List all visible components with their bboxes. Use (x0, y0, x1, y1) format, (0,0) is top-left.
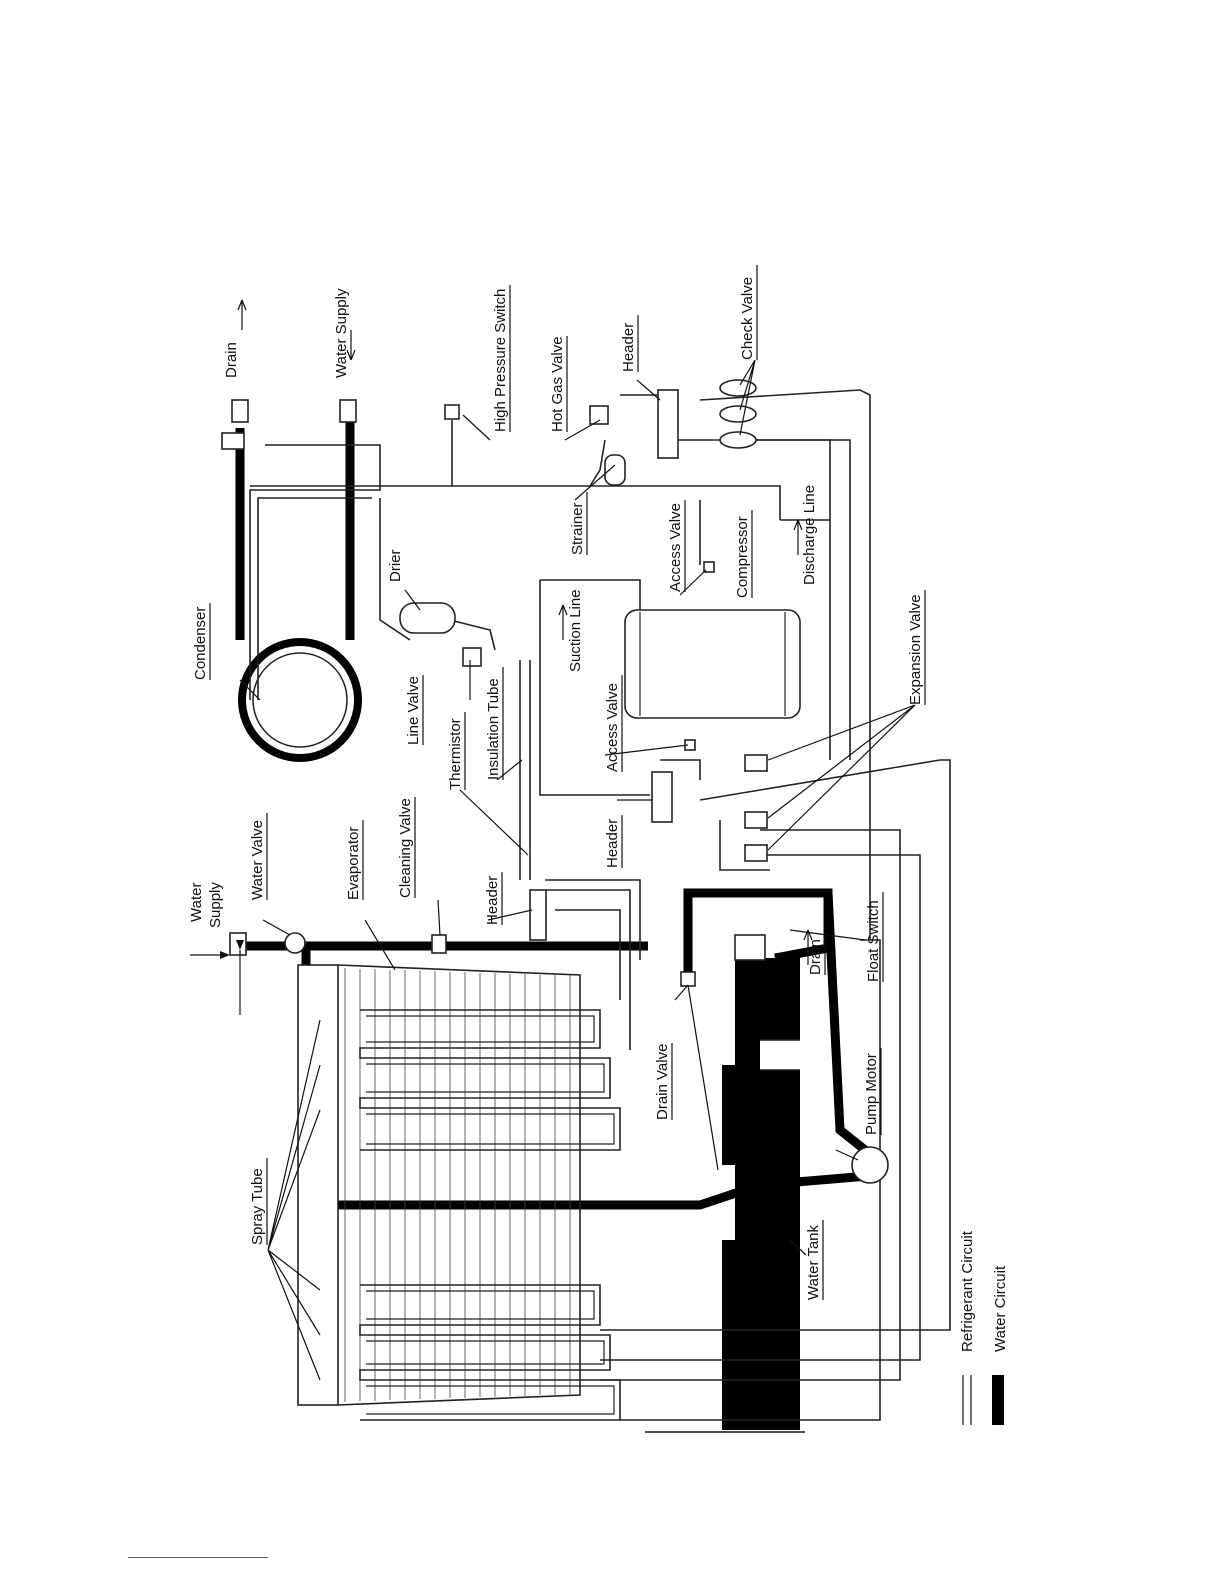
legend-water-swatch (992, 1375, 1004, 1425)
label-line-valve: Line Valve (405, 676, 422, 745)
label-drain-valve: Drain Valve (654, 1044, 671, 1120)
label-high-pressure-switch: High Pressure Switch (492, 289, 509, 432)
label-water-supply-top: Water Supply (333, 288, 350, 378)
label-check-valve: Check Valve (739, 277, 756, 360)
label-drain-mid: Drain (807, 939, 824, 975)
label-water-supply-left-2: Supply (207, 882, 224, 928)
footer-link-rule (128, 1557, 268, 1558)
leader-lines (190, 359, 916, 1381)
label-hot-gas-valve: Hot Gas Valve (549, 336, 566, 432)
label-expansion-valve: Expansion Valve (907, 594, 924, 705)
label-water-supply-left-1: Water (188, 883, 205, 922)
water-tank-body (722, 958, 800, 1430)
drier-body (399, 602, 456, 634)
line-valve-body (462, 647, 482, 667)
legend: Refrigerant Circuit Water Circuit (959, 1230, 1009, 1425)
label-cleaning-valve: Cleaning Valve (397, 798, 414, 898)
label-compressor: Compressor (734, 516, 751, 598)
label-header-left: Header (484, 876, 501, 925)
label-water-tank: Water Tank (805, 1224, 822, 1300)
label-access-valve-upper: Access Valve (667, 503, 684, 592)
compressor-body (624, 609, 801, 719)
legend-refrigerant-circuit: Refrigerant Circuit (959, 1230, 976, 1352)
label-drier: Drier (387, 549, 404, 582)
refrigerant-circuit (250, 389, 951, 1421)
legend-water-circuit: Water Circuit (992, 1265, 1009, 1352)
evaporator-assembly (297, 964, 621, 1421)
condenser-coil (238, 444, 381, 762)
components (221, 379, 889, 1184)
label-discharge-line: Discharge Line (801, 485, 818, 585)
label-insulation-tube: Insulation Tube (485, 678, 502, 780)
label-water-valve: Water Valve (249, 820, 266, 900)
label-header-top: Header (620, 323, 637, 372)
label-condenser: Condenser (192, 607, 209, 680)
label-drain-top: Drain (223, 342, 240, 378)
label-suction-line: Suction Line (567, 589, 584, 672)
label-pump-motor: Pump Motor (863, 1053, 880, 1135)
label-strainer: Strainer (569, 502, 586, 555)
label-header-mid: Header (604, 819, 621, 868)
label-float-switch: Float Switch (865, 900, 882, 982)
label-evaporator: Evaporator (345, 827, 362, 900)
label-access-valve-lower: Access Valve (604, 683, 621, 772)
label-spray-tube: Spray Tube (249, 1168, 266, 1245)
labels: Drain Water Supply High Pressure Switch … (188, 265, 926, 1300)
label-thermistor: Thermistor (447, 718, 464, 790)
